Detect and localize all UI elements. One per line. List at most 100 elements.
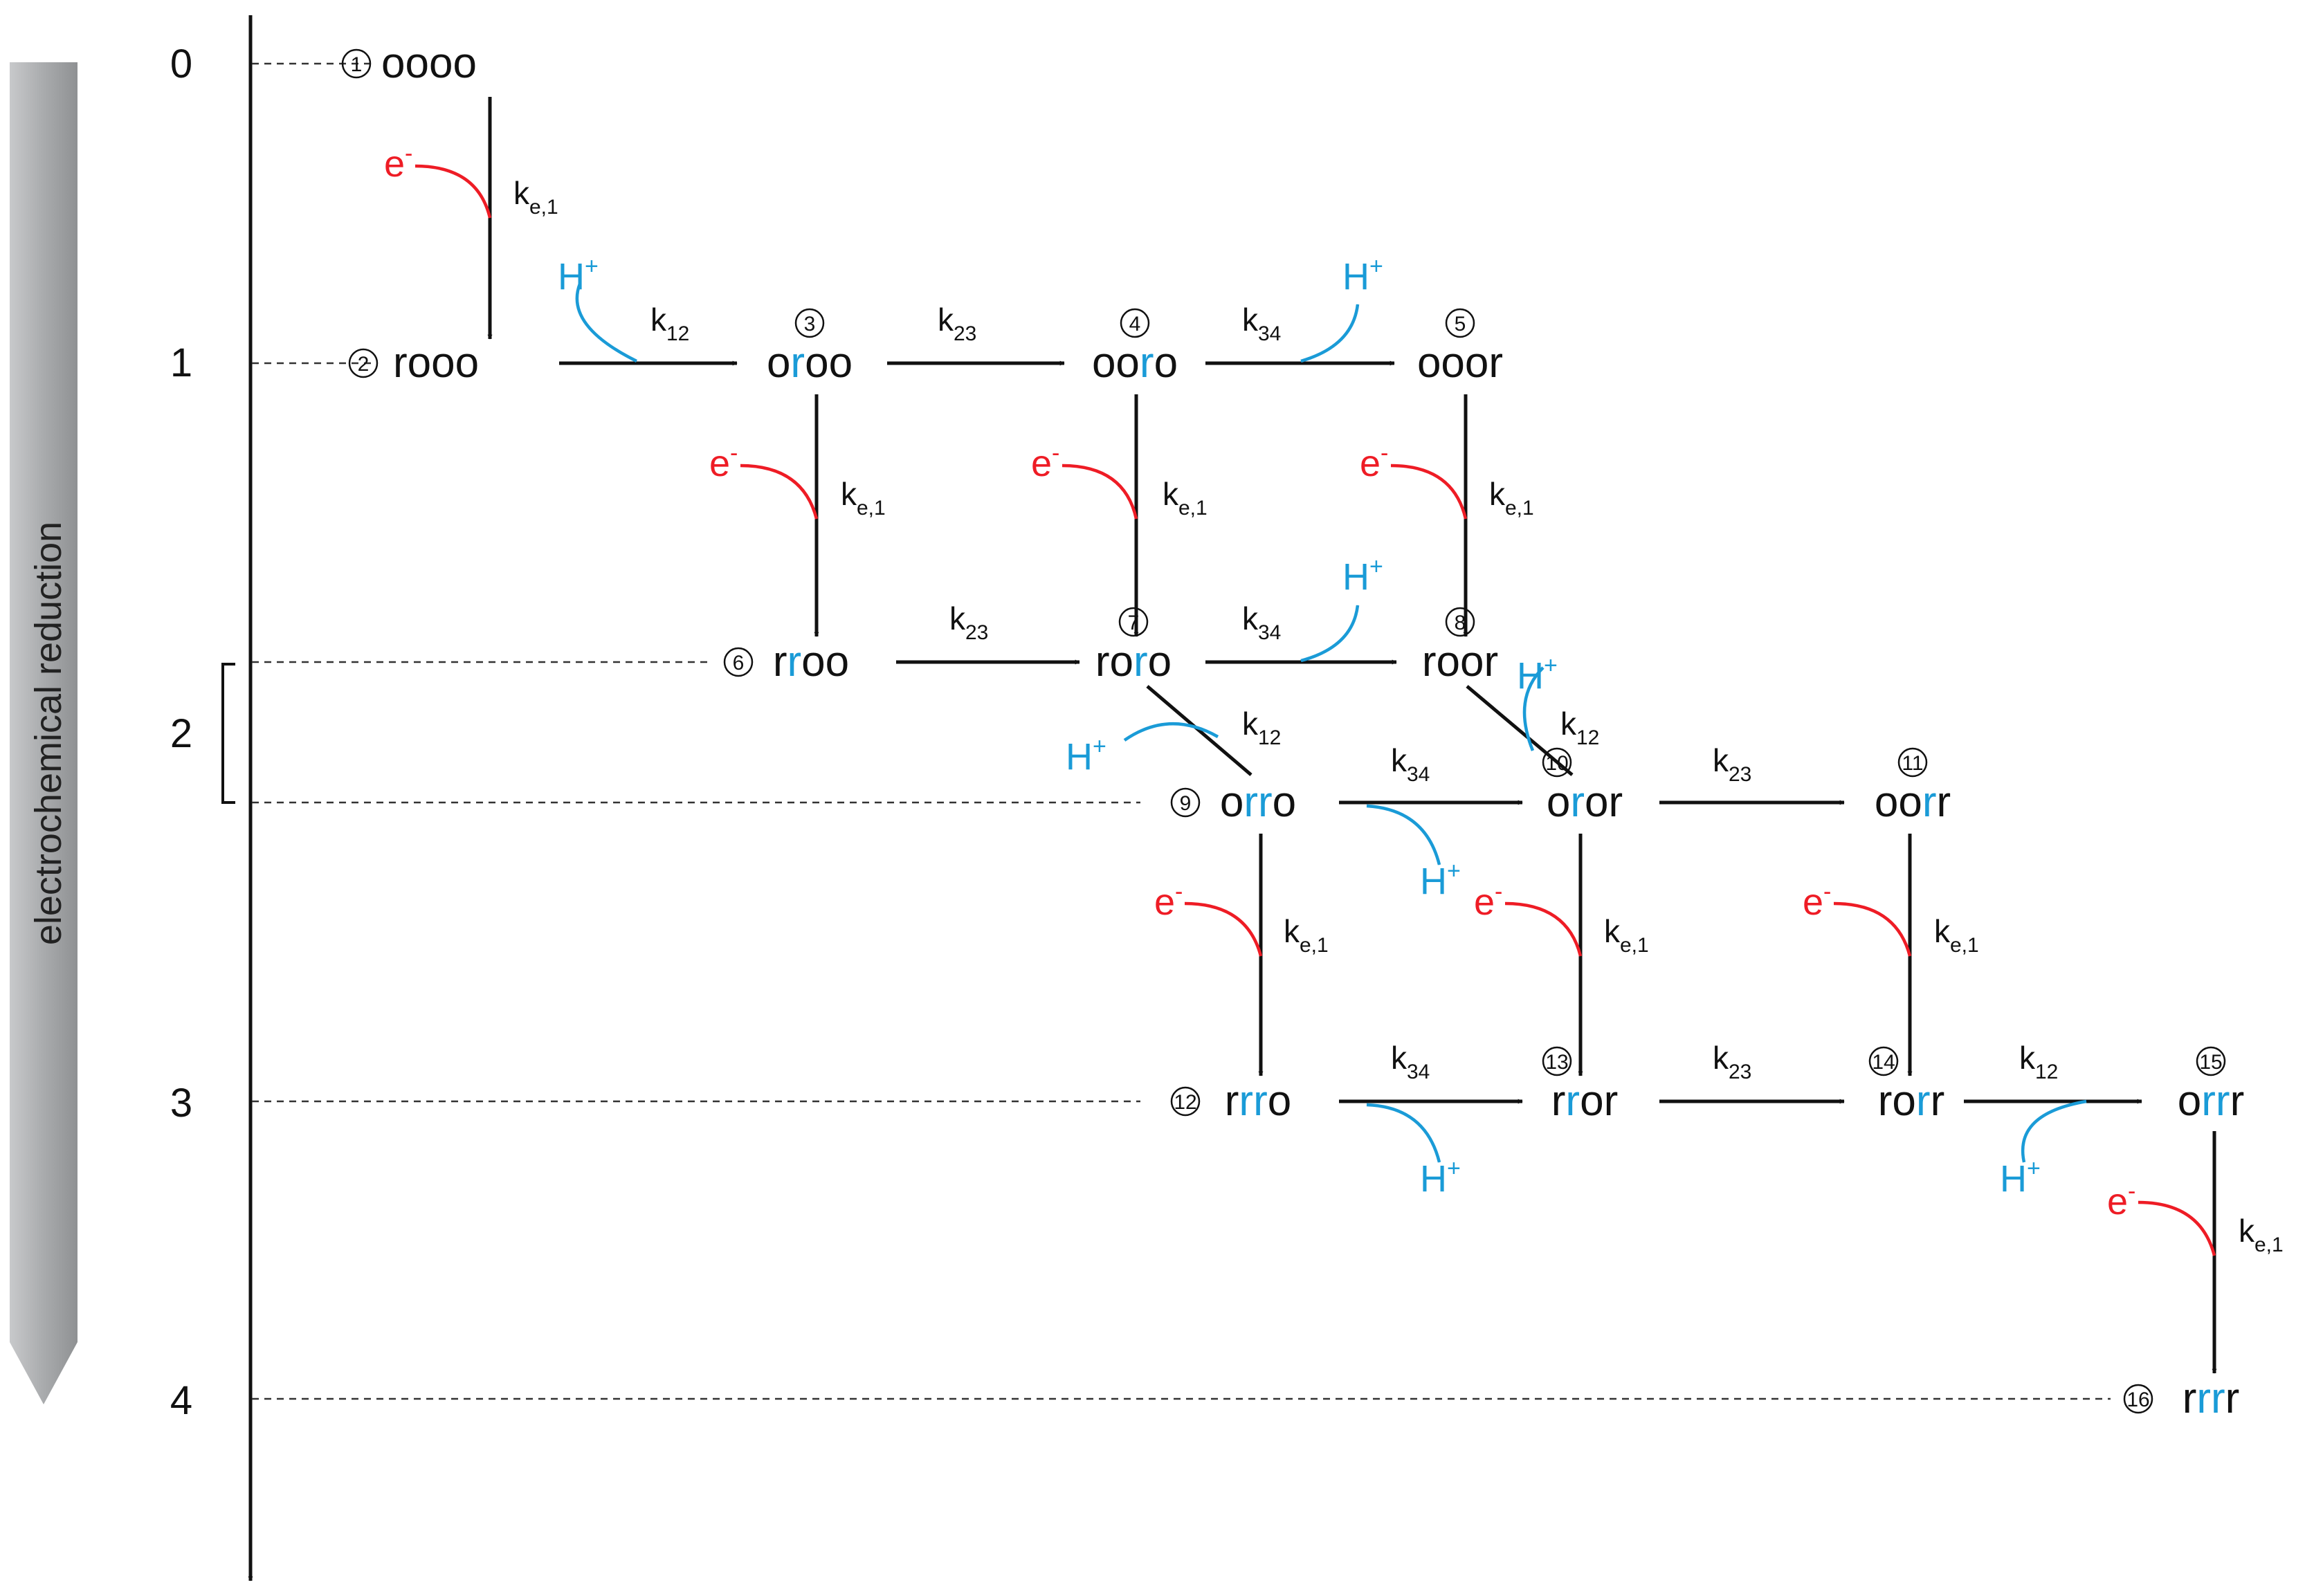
svg-text:ke,1: ke,1 — [1934, 913, 1979, 957]
state-number-badge: 12 — [1170, 1086, 1201, 1117]
state-label: rorr — [1878, 1077, 1944, 1125]
state-number-badge: 13 — [1542, 1046, 1572, 1076]
state-number-badge: 11 — [1897, 747, 1928, 778]
state-3: oroo 3 — [767, 308, 853, 387]
rate-constant-electron_transfer: ke,1 — [1489, 476, 1534, 520]
electron-label: e- — [1360, 440, 1388, 484]
svg-text:ke,1: ke,1 — [513, 175, 558, 219]
rate-constant-electron_transfer: ke,1 — [1284, 913, 1329, 957]
state-2: rooo 2 — [348, 339, 479, 387]
rate-constant-electron_transfer: ke,1 — [841, 476, 886, 520]
state-number: 5 — [1455, 313, 1466, 336]
state-number-badge: 8 — [1445, 607, 1475, 637]
svg-text:k12: k12 — [650, 302, 689, 345]
electron-label: e- — [384, 140, 412, 185]
rate-constant-k34: k34 — [1242, 600, 1281, 644]
state-number: 14 — [1872, 1051, 1895, 1074]
svg-text:ke,1: ke,1 — [1163, 476, 1208, 520]
y-tick-label: 2 — [170, 711, 192, 756]
state-label: rror — [1551, 1077, 1618, 1125]
state-label: roro — [1095, 638, 1172, 686]
state-14: rorr 14 — [1868, 1046, 1944, 1125]
proton-label: H+ — [1517, 652, 1558, 697]
state-16: rrrr 16 — [2123, 1375, 2240, 1422]
svg-text:ke,1: ke,1 — [1489, 476, 1534, 520]
y-tick-label: 4 — [170, 1378, 192, 1423]
state-number-badge: 16 — [2123, 1384, 2153, 1414]
state-label: rrrr — [2183, 1375, 2240, 1422]
state-label: oroo — [767, 339, 853, 387]
state-label: rooo — [393, 339, 479, 387]
state-number: 4 — [1129, 313, 1141, 336]
y-axis-ticks: 0 1 2 3 4 — [170, 42, 192, 1423]
svg-text:ke,1: ke,1 — [2239, 1213, 2284, 1256]
state-label: ooor — [1417, 339, 1503, 387]
state-label: rrro — [1225, 1077, 1291, 1125]
rate-constant-k34: k34 — [1391, 1040, 1430, 1083]
y-tick-label: 0 — [170, 42, 192, 86]
rate-constant-k12: k12 — [650, 302, 689, 345]
rate-constant-electron_transfer: ke,1 — [1163, 476, 1208, 520]
state-number: 8 — [1455, 612, 1466, 634]
species-labels: e-e-e-e-e-e-e-e-H+H+H+H+H+H+H+H+ — [384, 140, 2135, 1222]
svg-text:k23: k23 — [938, 302, 976, 345]
rate-constant-electron_transfer: ke,1 — [513, 175, 558, 219]
state-number: 9 — [1180, 792, 1192, 815]
state-number-badge: 1 — [341, 48, 372, 79]
state-number-badge: 15 — [2196, 1046, 2226, 1076]
state-number: 12 — [1174, 1091, 1196, 1114]
svg-text:k23: k23 — [949, 600, 988, 644]
proton-label: H+ — [2000, 1155, 2041, 1200]
state-number-badge: 3 — [794, 308, 825, 338]
reduction-direction-bar — [10, 62, 78, 1404]
state-label: oorr — [1875, 778, 1951, 826]
electron-label: e- — [1474, 879, 1502, 923]
state-label: ooro — [1092, 339, 1178, 387]
electron-label: e- — [1031, 440, 1059, 484]
state-number-badge: 10 — [1542, 747, 1572, 778]
svg-text:ke,1: ke,1 — [1604, 913, 1649, 957]
rate-constant-k23: k23 — [938, 302, 976, 345]
state-label: orro — [1220, 778, 1296, 826]
state-number-badge: 5 — [1445, 308, 1475, 338]
rate-constant-k23: k23 — [1713, 1040, 1751, 1083]
svg-text:k12: k12 — [2019, 1040, 2058, 1083]
svg-text:k34: k34 — [1242, 302, 1281, 345]
electron-label: e- — [709, 440, 738, 484]
state-number: 6 — [733, 652, 745, 675]
rate-constant-k12: k12 — [2019, 1040, 2058, 1083]
state-number: 1 — [351, 53, 363, 76]
rate-constant-electron_transfer: ke,1 — [1604, 913, 1649, 957]
svg-text:ke,1: ke,1 — [1284, 913, 1329, 957]
svg-text:k23: k23 — [1713, 1040, 1751, 1083]
state-number: 3 — [804, 313, 816, 336]
y-tick-label: 3 — [170, 1081, 192, 1126]
svg-text:ke,1: ke,1 — [841, 476, 886, 520]
state-label: rroo — [773, 638, 849, 686]
rate-constant-k34: k34 — [1242, 302, 1281, 345]
arrow-8-to-10 — [1466, 685, 1574, 776]
state-label: oror — [1547, 778, 1623, 826]
electron-curves — [414, 164, 2216, 1256]
proton-label: H+ — [1420, 1155, 1461, 1200]
rate-constant-k23: k23 — [949, 600, 988, 644]
state-number: 2 — [358, 353, 370, 376]
electron-label: e- — [1154, 879, 1183, 923]
state-9: orro 9 — [1170, 778, 1296, 826]
rate-labels: ke,1 ke,1 ke,1 ke,1 ke,1 ke,1 ke,1 ke,1 k12 k23 k3… — [513, 175, 2284, 1256]
state-number-badge: 7 — [1118, 607, 1149, 637]
state-label: oooo — [381, 39, 477, 87]
y-axis-label: electrochemical reduction — [28, 522, 69, 945]
proton-label: H+ — [1342, 253, 1383, 297]
svg-text:k34: k34 — [1391, 1040, 1430, 1083]
svg-text:k23: k23 — [1713, 742, 1751, 786]
rate-constant-k34: k34 — [1391, 742, 1430, 786]
